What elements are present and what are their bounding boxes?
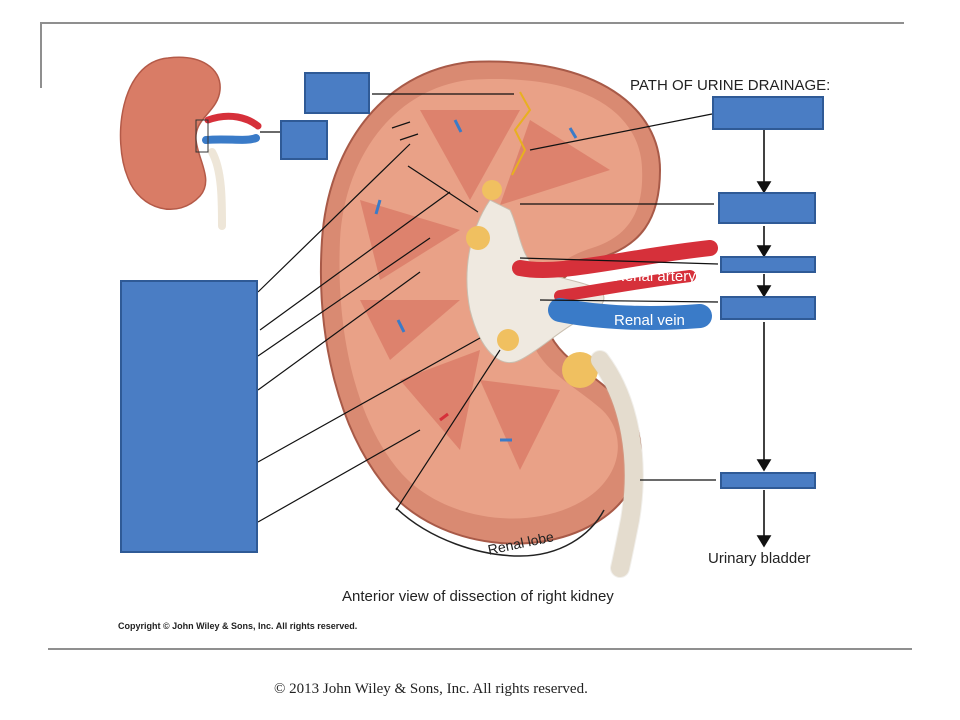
label-box-top-cortex[interactable]	[304, 72, 370, 114]
leader-lines	[257, 93, 719, 523]
label-box-inset[interactable]	[280, 120, 328, 160]
label-box-drainage-3[interactable]	[720, 256, 816, 273]
renal-artery-label: Renal artery	[614, 268, 696, 285]
inset-kidney	[119, 56, 262, 230]
label-box-drainage-2[interactable]	[718, 192, 816, 224]
footer-copyright: © 2013 John Wiley & Sons, Inc. All right…	[274, 681, 588, 697]
main-kidney	[319, 60, 662, 545]
drainage-arrows	[756, 130, 772, 548]
figure-caption: Anterior view of dissection of right kid…	[342, 588, 614, 605]
label-box-left-stack[interactable]	[120, 280, 258, 553]
label-box-drainage-5[interactable]	[720, 472, 816, 489]
urinary-bladder-label: Urinary bladder	[708, 550, 811, 567]
renal-vein-label: Renal vein	[614, 312, 685, 329]
frame-top-line	[40, 22, 904, 24]
label-box-drainage-1[interactable]	[712, 96, 824, 130]
vessels	[512, 240, 718, 578]
path-title: PATH OF URINE DRAINAGE:	[630, 77, 831, 94]
frame-left-line	[40, 22, 42, 88]
frame-bottom-line	[48, 648, 912, 650]
label-box-drainage-4[interactable]	[720, 296, 816, 320]
renal-lobe-bracket	[395, 507, 605, 557]
figure-copyright: Copyright © John Wiley & Sons, Inc. All …	[118, 621, 358, 631]
